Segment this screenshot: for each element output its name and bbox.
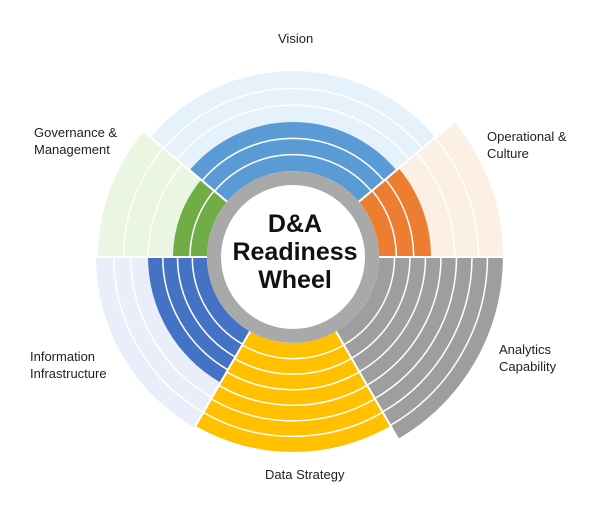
governance-outer-band	[98, 131, 202, 257]
data-strategy-separator-1	[335, 330, 392, 427]
data-strategy-label: Data Strategy	[265, 466, 345, 483]
data-strategy-inner-ring-line-2	[234, 357, 352, 375]
operational-culture-label-line-1: Operational &	[487, 129, 567, 144]
analytics-inner-ring-line-1	[343, 256, 396, 346]
analytics-capability-label: Analytics Capability	[499, 341, 556, 375]
governance-outer-ring-line-1	[147, 163, 183, 258]
information-inner-ring-line-3	[162, 256, 229, 371]
analytics-inner-ring-line-6	[382, 256, 473, 413]
vision-outer-ring-line-1	[176, 104, 410, 160]
information-infrastructure-label-line-1: Information	[30, 349, 96, 364]
vision-segment	[149, 71, 437, 203]
operational-culture-label-line-2: Culture	[487, 146, 529, 161]
hub-center	[221, 185, 365, 329]
governance-management-label-line-1: Governance &	[34, 125, 118, 140]
governance-segment	[98, 130, 228, 258]
data-strategy-segment	[194, 330, 392, 452]
operational-inner-ring-line-2	[384, 178, 415, 258]
information-inner-ring-line-2	[176, 256, 236, 358]
governance-inner-band	[173, 179, 228, 257]
operational-culture-label: Operational & Culture	[487, 128, 567, 162]
information-infrastructure-label: Information Infrastructure	[30, 348, 107, 382]
center-title-line-3: Wheel	[258, 266, 332, 294]
data-strategy-inner-ring-line-3	[226, 371, 360, 391]
analytics-segment	[335, 256, 503, 440]
operational-inner-ring-line-1	[371, 190, 398, 258]
center-title-line-1: D&A	[267, 210, 323, 238]
analytics-inner-band	[336, 257, 503, 439]
governance-management-label-line-2: Management	[34, 142, 110, 157]
information-separator-1	[193, 330, 251, 429]
information-inner-ring-line-1	[191, 256, 244, 345]
vision-label-line-1: Vision	[278, 31, 314, 46]
vision-inner-ring-line-1	[214, 153, 372, 192]
data-strategy-inner-ring-line-6	[202, 411, 384, 438]
analytics-capability-label-line-2: Capability	[499, 359, 557, 374]
analytics-inner-ring-line-3	[358, 256, 427, 373]
data-strategy-label-line-1: Data Strategy	[265, 467, 345, 482]
operational-segment	[358, 121, 503, 258]
information-inner-band	[148, 257, 250, 383]
governance-outer-ring-line-2	[122, 147, 164, 258]
data-strategy-inner-band	[195, 331, 391, 452]
information-outer-ring-line-1	[130, 256, 213, 399]
operational-outer-ring-line-2	[434, 137, 480, 258]
analytics-capability-label-line-1: Analytics	[499, 342, 552, 357]
information-outer-band	[96, 257, 221, 428]
information-outer-ring-line-2	[112, 256, 204, 413]
operational-separator-1	[358, 121, 455, 203]
operational-inner-band	[358, 168, 431, 257]
data-strategy-inner-ring-line-5	[210, 398, 376, 422]
governance-separator-2	[142, 130, 228, 203]
vision-outer-ring-line-2	[163, 87, 423, 150]
center-title: D&A Readiness Wheel	[204, 210, 386, 294]
center-title-line-2: Readiness	[232, 238, 358, 266]
governance-management-label: Governance & Management	[34, 124, 117, 158]
vision-outer-band	[150, 71, 436, 171]
operational-outer-ring-line-1	[416, 152, 456, 258]
analytics-inner-ring-line-4	[366, 256, 442, 386]
information-infrastructure-label-line-2: Infrastructure	[30, 366, 107, 381]
vision-inner-ring-line-2	[201, 137, 385, 182]
vision-inner-band	[189, 122, 397, 202]
analytics-inner-ring-line-7	[389, 256, 489, 427]
operational-outer-band	[398, 122, 503, 257]
data-strategy-inner-ring-line-4	[218, 384, 368, 407]
analytics-inner-ring-line-2	[351, 256, 411, 359]
vision-label: Vision	[278, 30, 313, 47]
governance-inner-ring-line-1	[189, 190, 215, 258]
analytics-inner-ring-line-5	[374, 256, 458, 400]
data-strategy-inner-ring-line-1	[241, 344, 345, 360]
